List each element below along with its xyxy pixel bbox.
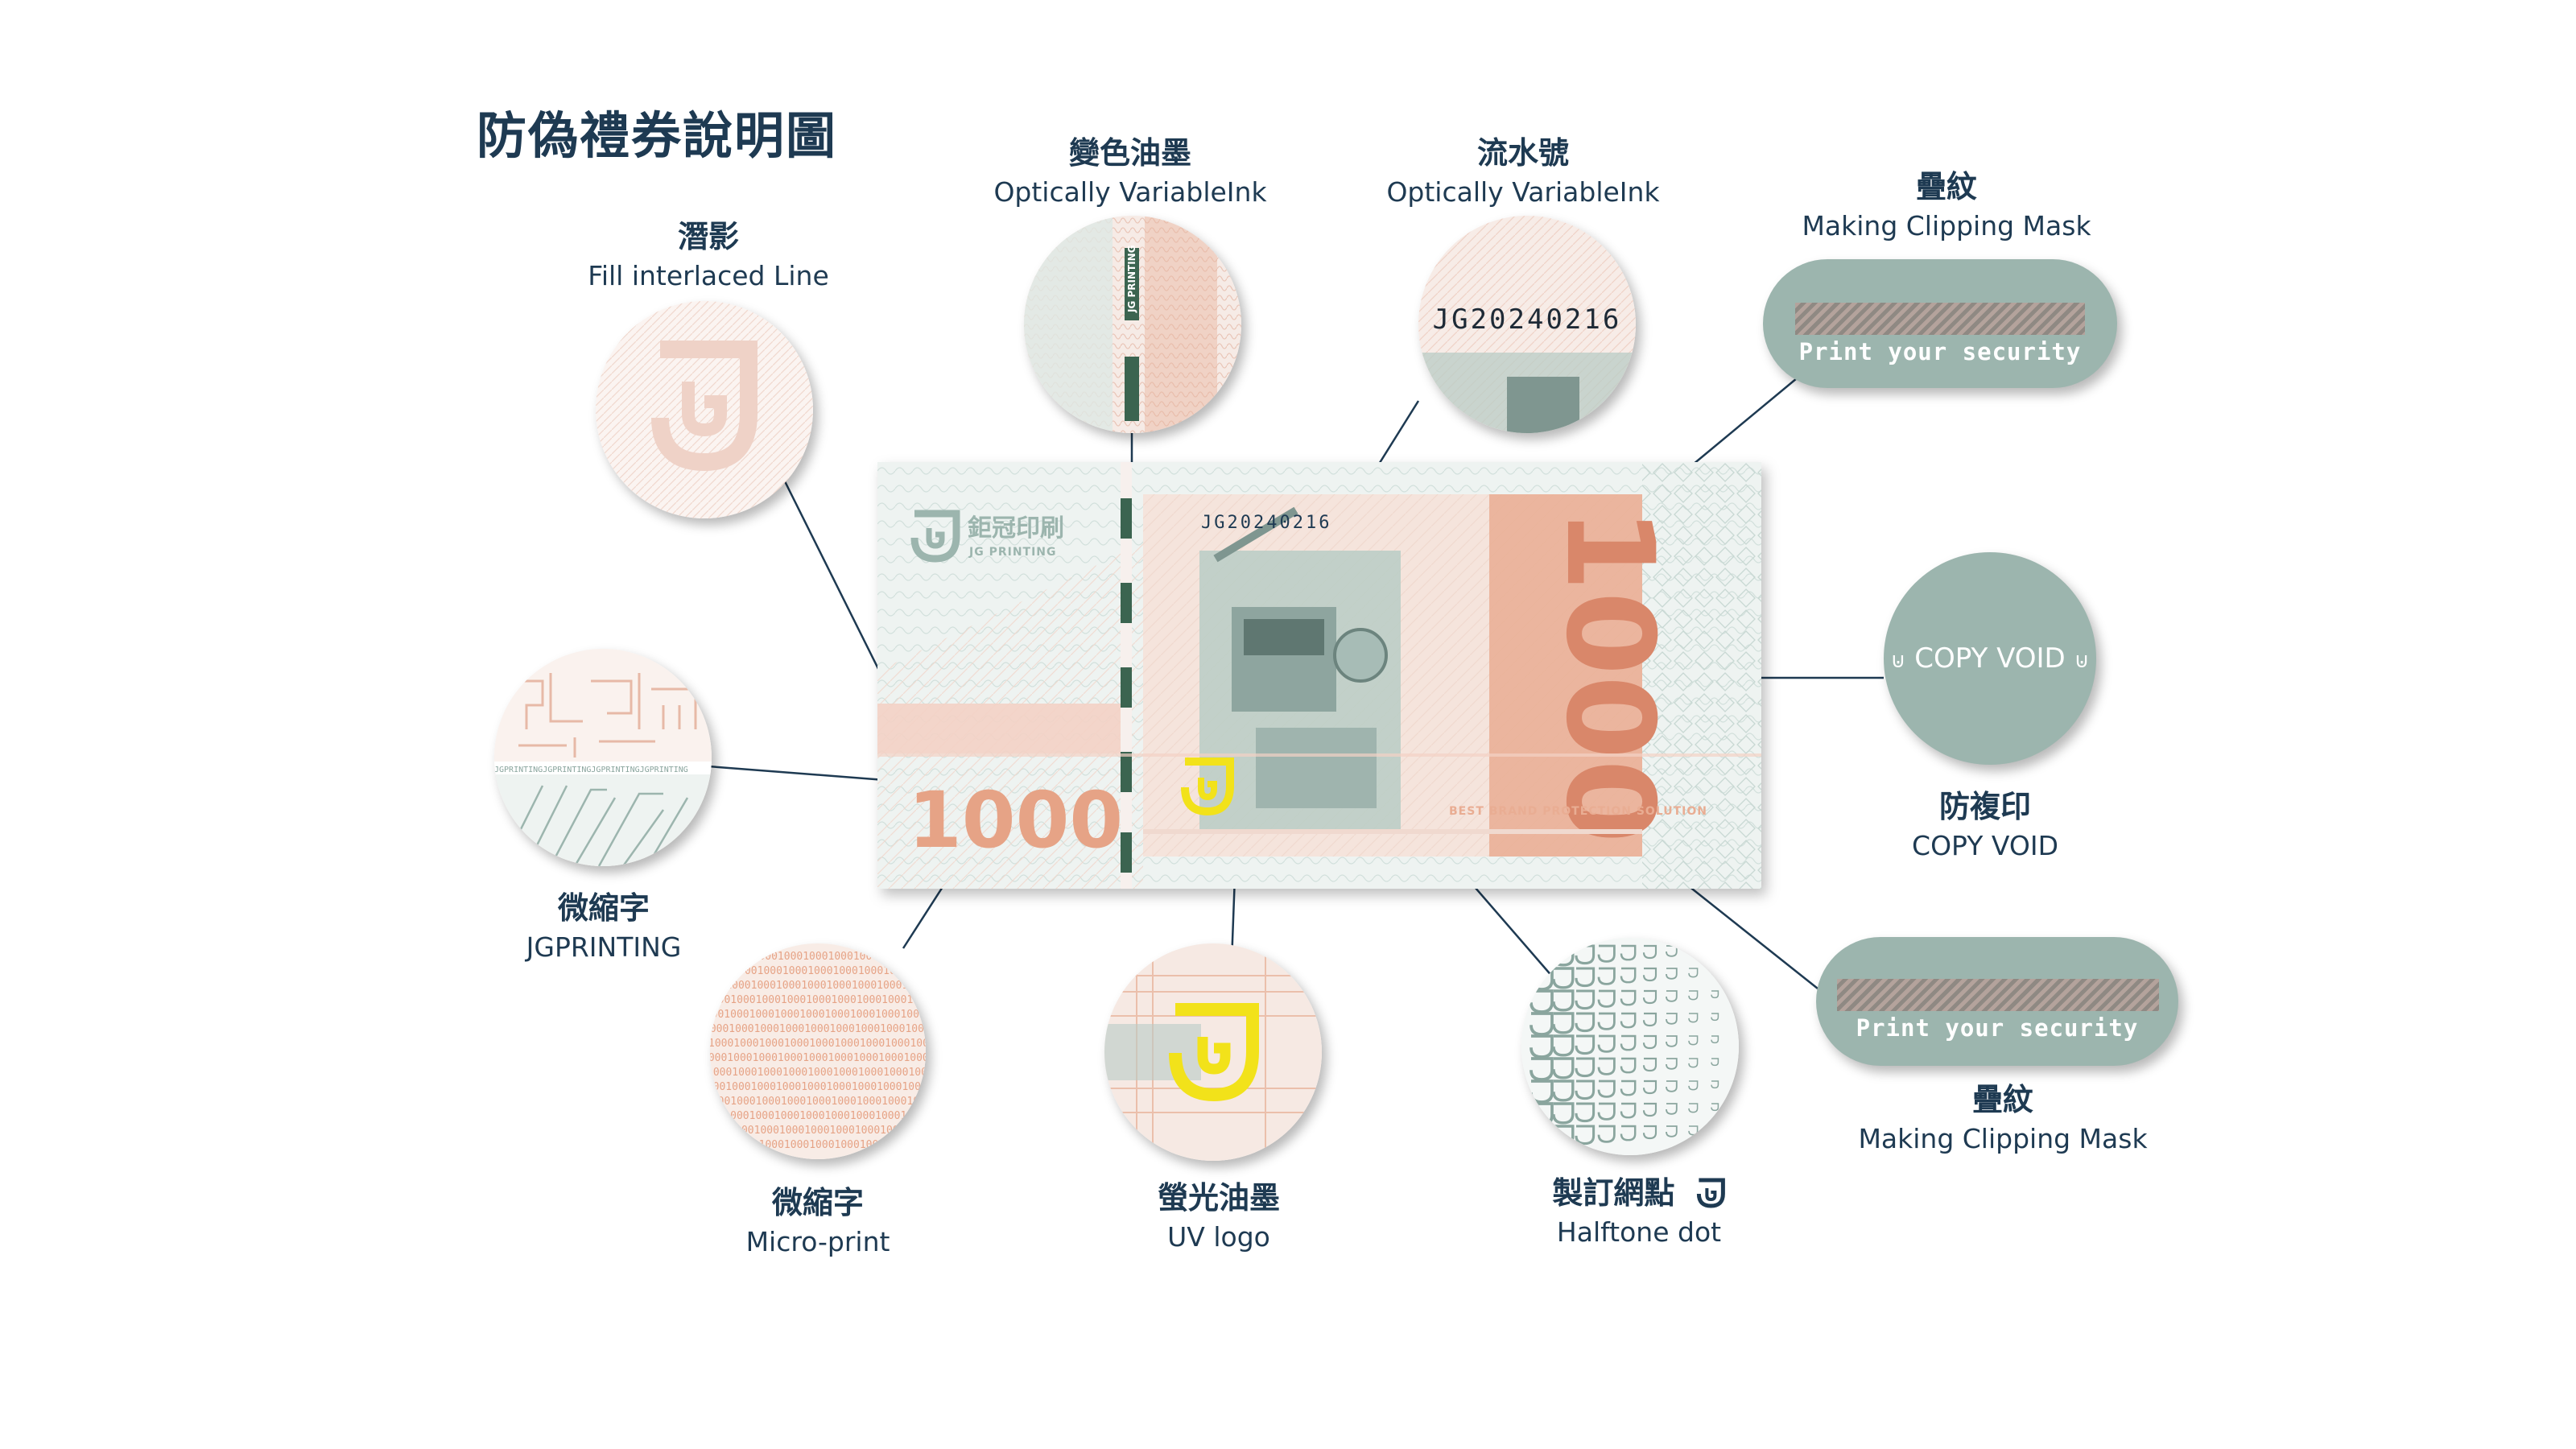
svg-text:100010001000100010001000100010: 100010001000100010001000100010001000 <box>710 1110 926 1122</box>
svg-text:100010001000100010001000100010: 100010001000100010001000100010001000 <box>710 1125 926 1137</box>
zoom-microprint: 100010001000100010001000100010001000 100… <box>710 943 926 1159</box>
zoom-serial-text: JG20240216 <box>1433 303 1622 336</box>
svg-text:100010001000100010001000100010: 100010001000100010001000100010001000 <box>710 965 926 977</box>
copy-void-text: COPY VOID <box>1914 642 2066 675</box>
svg-text:100010001000100010001000100010: 100010001000100010001000100010001000 <box>710 1096 926 1108</box>
zoom-microtext: JGPRINTINGJGPRINTINGJGPRINTINGJGPRINTING <box>494 649 712 866</box>
overlay-pill-top: Print your security <box>1763 259 2117 388</box>
g-logo-icon: ⊍ <box>1890 649 1906 673</box>
zoom-halftone <box>1521 938 1739 1155</box>
svg-text:100010001000100010001000100010: 100010001000100010001000100010001000 <box>710 980 926 992</box>
leader-overlay-bottom <box>1672 873 1818 989</box>
slogan: BEST BRAND PROTECTION SOLUTION <box>1449 805 1707 818</box>
svg-text:100010001000100010001000100010: 100010001000100010001000100010001000 <box>710 1009 926 1021</box>
vertical-denomination: 1000 <box>1539 507 1679 843</box>
zoom-uv <box>1104 943 1322 1161</box>
g-logo-icon-right: ⊍ <box>2074 649 2090 673</box>
denomination: 1000 <box>908 775 1123 865</box>
zoom-latent <box>596 301 813 518</box>
brand-name-zh: 鉅冠印刷 <box>968 514 1064 543</box>
leader-microtext <box>708 765 896 782</box>
zoom-color-ink: JG PRINTING <box>1024 216 1241 433</box>
pill-text-bottom: Print your security <box>1856 1014 2139 1042</box>
page-title: 防偽禮券說明圖 <box>477 106 838 165</box>
uv-logo-icon <box>1181 758 1234 816</box>
pill-text-top: Print your security <box>1798 338 2082 365</box>
svg-text:100010001000100010001000100010: 100010001000100010001000100010001000 <box>710 1052 926 1064</box>
zoom-serial: JG20240216 <box>1418 216 1636 433</box>
micro-line: JGPRINTINGJGPRINTINGJGPRINTINGJGPRINTING <box>494 766 688 774</box>
zoom-copy-void: ⊍ COPY VOID ⊍ <box>1884 552 2096 765</box>
uv-logo-zoom-icon <box>1169 1003 1259 1102</box>
jg-logo-icon <box>910 510 960 563</box>
label-halftone: 製訂網點 Halftone dot <box>1552 1172 1726 1251</box>
svg-text:100010001000100010001000100010: 100010001000100010001000100010001000 <box>710 1023 926 1035</box>
svg-text:100010001000100010001000100010: 100010001000100010001000100010001000 <box>710 1081 926 1093</box>
svg-text:100010001000100010001000100010: 100010001000100010001000100010001000 <box>710 1067 926 1079</box>
svg-text:100010001000100010001000100010: 100010001000100010001000100010001000 <box>710 1038 926 1050</box>
svg-text:100010001000100010001000100010: 100010001000100010001000100010001000 <box>710 994 926 1006</box>
overlay-pill-bottom: Print your security <box>1816 937 2178 1066</box>
strip-text: JG PRINTING <box>1126 245 1137 313</box>
jg-logo-icon <box>1697 1178 1726 1208</box>
brand-name-en: JG PRINTING <box>968 546 1057 559</box>
serial-number: JG20240216 <box>1201 513 1331 533</box>
gift-voucher: 1000 鉅冠印刷 JG PRINTING JG20240216 1000 BE… <box>877 462 1761 889</box>
